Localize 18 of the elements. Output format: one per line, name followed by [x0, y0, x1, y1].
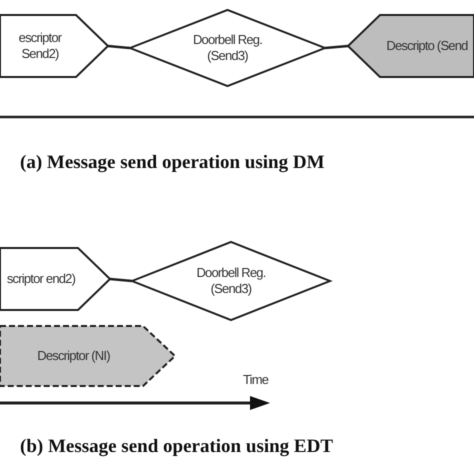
connector-line	[110, 278, 132, 282]
figure-caption: (b) Message send operation using EDT	[20, 436, 333, 458]
axis-label: Time	[243, 372, 268, 387]
node-text: Doorbell Reg. (Send3)	[195, 264, 267, 297]
pentagon-shape	[0, 15, 108, 77]
connector-line	[108, 44, 130, 50]
pentagon-shape	[0, 248, 110, 310]
figure-caption: (a) Message send operation using DM	[20, 152, 325, 174]
node-text: Descriptor (NI)	[36, 348, 111, 364]
node-text: Descripto (Send	[385, 38, 469, 54]
pentagon-shape	[348, 15, 474, 77]
node-text: escriptor Send2)	[18, 30, 63, 62]
decision-diamond	[132, 242, 330, 320]
decision-diamond	[130, 10, 325, 86]
node-text: scriptor end2)	[6, 271, 76, 288]
pentagon-shape	[0, 326, 175, 386]
node-text: Doorbell Reg. (Send3)	[192, 32, 264, 64]
connector-line	[324, 44, 348, 50]
